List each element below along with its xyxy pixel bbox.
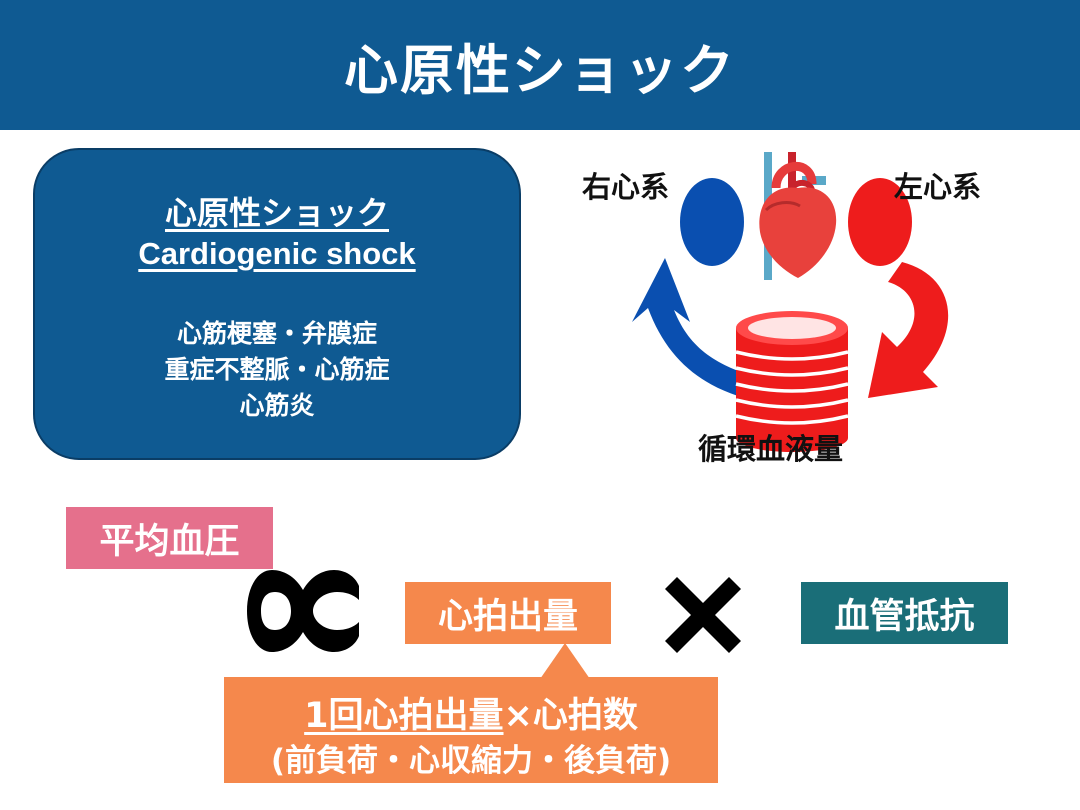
- causes-list: 心筋梗塞・弁膜症 重症不整脈・心筋症 心筋炎: [35, 316, 519, 424]
- mean-arterial-pressure-tag: 平均血圧: [66, 507, 273, 569]
- page-header: 心原性ショック: [0, 0, 1080, 130]
- blood-volume-cylinder-icon: [735, 311, 849, 452]
- cardiac-output-detail-box: 1回心拍出量×心拍数 (前負荷・心収縮力・後負荷): [224, 677, 718, 783]
- heart-icon: [759, 152, 837, 280]
- left-heart-icon: [848, 178, 912, 266]
- proportional-to-icon: [247, 570, 359, 652]
- right-heart-icon: [680, 178, 744, 266]
- left-output-arrow-icon: [868, 262, 949, 398]
- cardiac-output-tag: 心拍出量: [405, 582, 611, 644]
- right-heart-label: 右心系: [582, 170, 670, 204]
- circulation-graphic: [632, 152, 949, 452]
- cause-item: 心筋炎: [239, 391, 315, 420]
- cause-item: 重症不整脈・心筋症: [164, 355, 390, 384]
- blood-volume-label: 循環血液量: [698, 432, 844, 466]
- stroke-volume-term: 1回心拍出量: [304, 696, 504, 736]
- vascular-resistance-tag: 血管抵抗: [801, 582, 1008, 644]
- definition-title-ja: 心原性ショック: [164, 194, 389, 232]
- cause-item: 心筋梗塞・弁膜症: [176, 319, 377, 348]
- determinant-factors: (前負荷・心収縮力・後負荷): [270, 743, 672, 779]
- circulation-diagram: 右心系 左心系 循環血液量: [560, 140, 1060, 480]
- cardiac-output-label: 心拍出量: [437, 596, 578, 637]
- definition-box: 心原性ショック Cardiogenic shock 心筋梗塞・弁膜症 重症不整脈…: [33, 148, 521, 460]
- vascular-resistance-label: 血管抵抗: [834, 596, 975, 637]
- definition-title-en: Cardiogenic shock: [138, 236, 416, 271]
- right-return-arrow-icon: [632, 258, 760, 402]
- mean-arterial-pressure-label: 平均血圧: [99, 521, 240, 562]
- left-heart-label: 左心系: [894, 170, 982, 204]
- multiply-icon: [665, 577, 741, 653]
- page-title: 心原性ショック: [344, 38, 736, 102]
- heart-rate-term: ×心拍数: [503, 696, 638, 736]
- callout-pointer: [540, 643, 590, 679]
